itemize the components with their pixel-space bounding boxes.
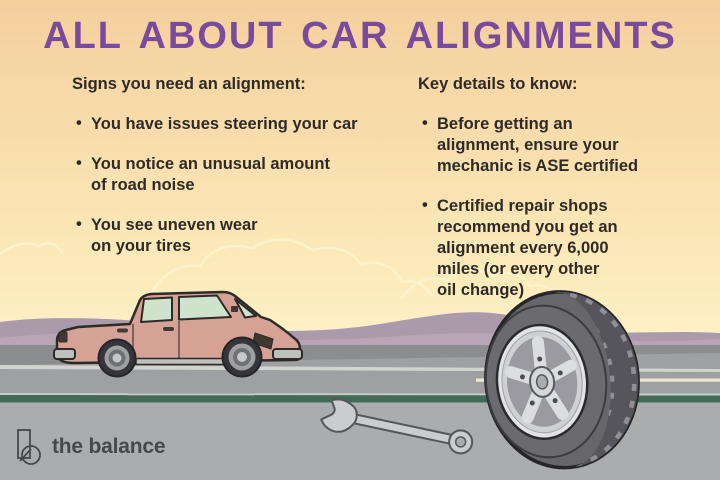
signs-column: Signs you need an alignment: • You have … [72,74,387,276]
sky [0,0,720,348]
bullet-icon: • [76,114,82,132]
clouds [0,238,558,300]
wrench-jaw [320,398,358,433]
list-item: • You notice an unusual amount of road n… [72,154,387,196]
list-item-text: Before getting an alignment, ensure your… [437,115,639,175]
lug-nuts [519,356,563,406]
page-title: ALL ABOUT CAR ALIGNMENTS [43,15,677,57]
wrench-ring-hole [454,436,467,448]
car-headlight [252,332,274,350]
list-item-text: Certified repair shops recommend you get… [437,197,618,299]
car-rear-wheel [97,338,137,378]
brand-footer: the balance [15,428,166,466]
car-handles [117,327,174,333]
brand-name: the balance [52,435,166,458]
list-item-text: You see uneven wear on your tires [91,216,258,255]
list-item: • Certified repair shops recommend you g… [418,196,698,301]
wrench [320,398,474,455]
car-tire [484,290,640,470]
hub-center [535,374,549,390]
car-bumpers [53,348,303,366]
car-taillight [58,331,68,343]
list-item: • You have issues steering your car [72,114,387,135]
car-mirror [231,306,238,312]
signs-heading: Signs you need an alignment: [72,75,306,93]
tire-tread [552,291,639,468]
car-front-wheel [221,336,263,378]
signs-list: • You have issues steering your car • Yo… [72,114,387,257]
details-list: • Before getting an alignment, ensure yo… [418,114,698,301]
cloud-icon [400,268,558,300]
details-heading: Key details to know: [418,75,578,93]
sedan-car [53,290,303,378]
list-item: • Before getting an alignment, ensure yo… [418,114,698,177]
car-windows [140,294,257,323]
bullet-icon: • [422,114,428,132]
bullet-icon: • [76,215,82,233]
bullet-icon: • [422,196,428,214]
cloud-icon [148,238,434,298]
cloud-icon [0,241,64,257]
details-column: Key details to know: • Before getting an… [418,74,698,320]
list-item: • You see uneven wear on your tires [72,215,387,257]
bullet-icon: • [76,154,82,172]
list-item-text: You notice an unusual amount of road noi… [91,155,330,194]
the-balance-logo-icon [17,429,41,465]
list-item-text: You have issues steering your car [91,115,358,133]
